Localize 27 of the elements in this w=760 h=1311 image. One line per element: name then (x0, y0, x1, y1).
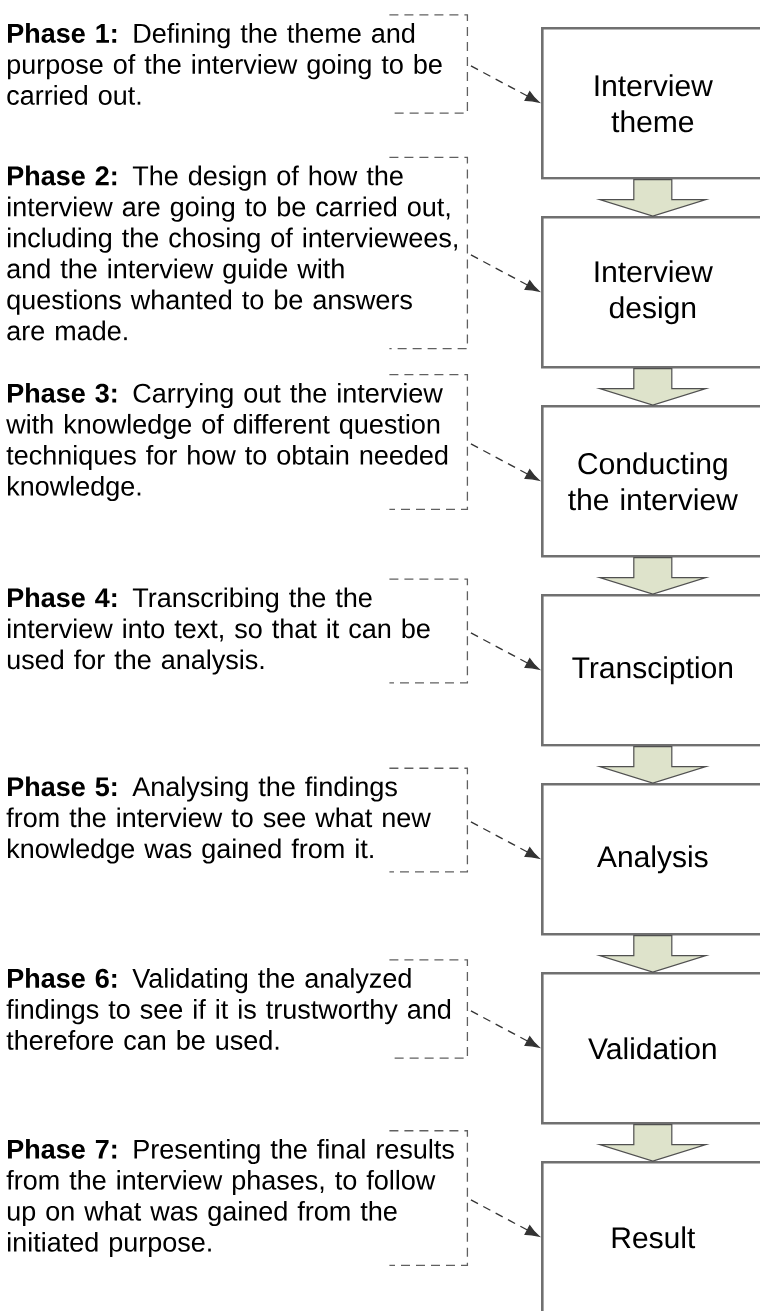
block-arrow (595, 179, 710, 217)
dashed-arrow (470, 1010, 540, 1048)
block-arrow (595, 368, 710, 406)
callout-note: Phase 4: Transcribing the the interview into text, so that it can be used for the analysis. (7, 578, 469, 684)
process-box: Result (541, 1161, 760, 1311)
block-arrow (595, 1124, 710, 1162)
block-arrow (595, 935, 710, 973)
dashed-arrow (470, 65, 540, 103)
process-box: Conducting the interview (541, 405, 760, 558)
dashed-arrow (470, 443, 540, 481)
process-box: Validation (541, 972, 760, 1125)
process-box: Interview theme (541, 27, 760, 180)
block-arrow (595, 746, 710, 784)
dashed-arrow (470, 632, 540, 670)
callout-note: Phase 6: Validating the analyzed findings to see if it is trustworthy and therefore can be used. (6, 959, 469, 1059)
dashed-arrow (470, 254, 540, 292)
callout-note: Phase 3: Carrying out the interview with knowledge of different question techniques for how to obtain needed knowledge. (6, 374, 469, 510)
dashed-arrow (470, 821, 540, 859)
dashed-arrow (470, 1199, 540, 1237)
process-box: Transciption (541, 594, 760, 747)
process-box: Analysis (541, 783, 760, 936)
callout-note: Phase 5: Analysing the findings from the interview to see what new knowledge was gained from it. (6, 767, 469, 873)
callout-note: Phase 1: Defining the theme and purpose of the interview going to be carried out. (7, 14, 469, 114)
block-arrow (595, 557, 710, 595)
callout-note: Phase 2: The design of how the interview are going to be carried out, including the chosing of interviewees, and the interview guide with questions whanted to be answers are made. (7, 156, 469, 350)
process-box: Interview design (541, 216, 760, 369)
callout-note: Phase 7: Presenting the final results from the interview phases, to follow up on what was gained from the initiated purpose. (6, 1130, 469, 1266)
